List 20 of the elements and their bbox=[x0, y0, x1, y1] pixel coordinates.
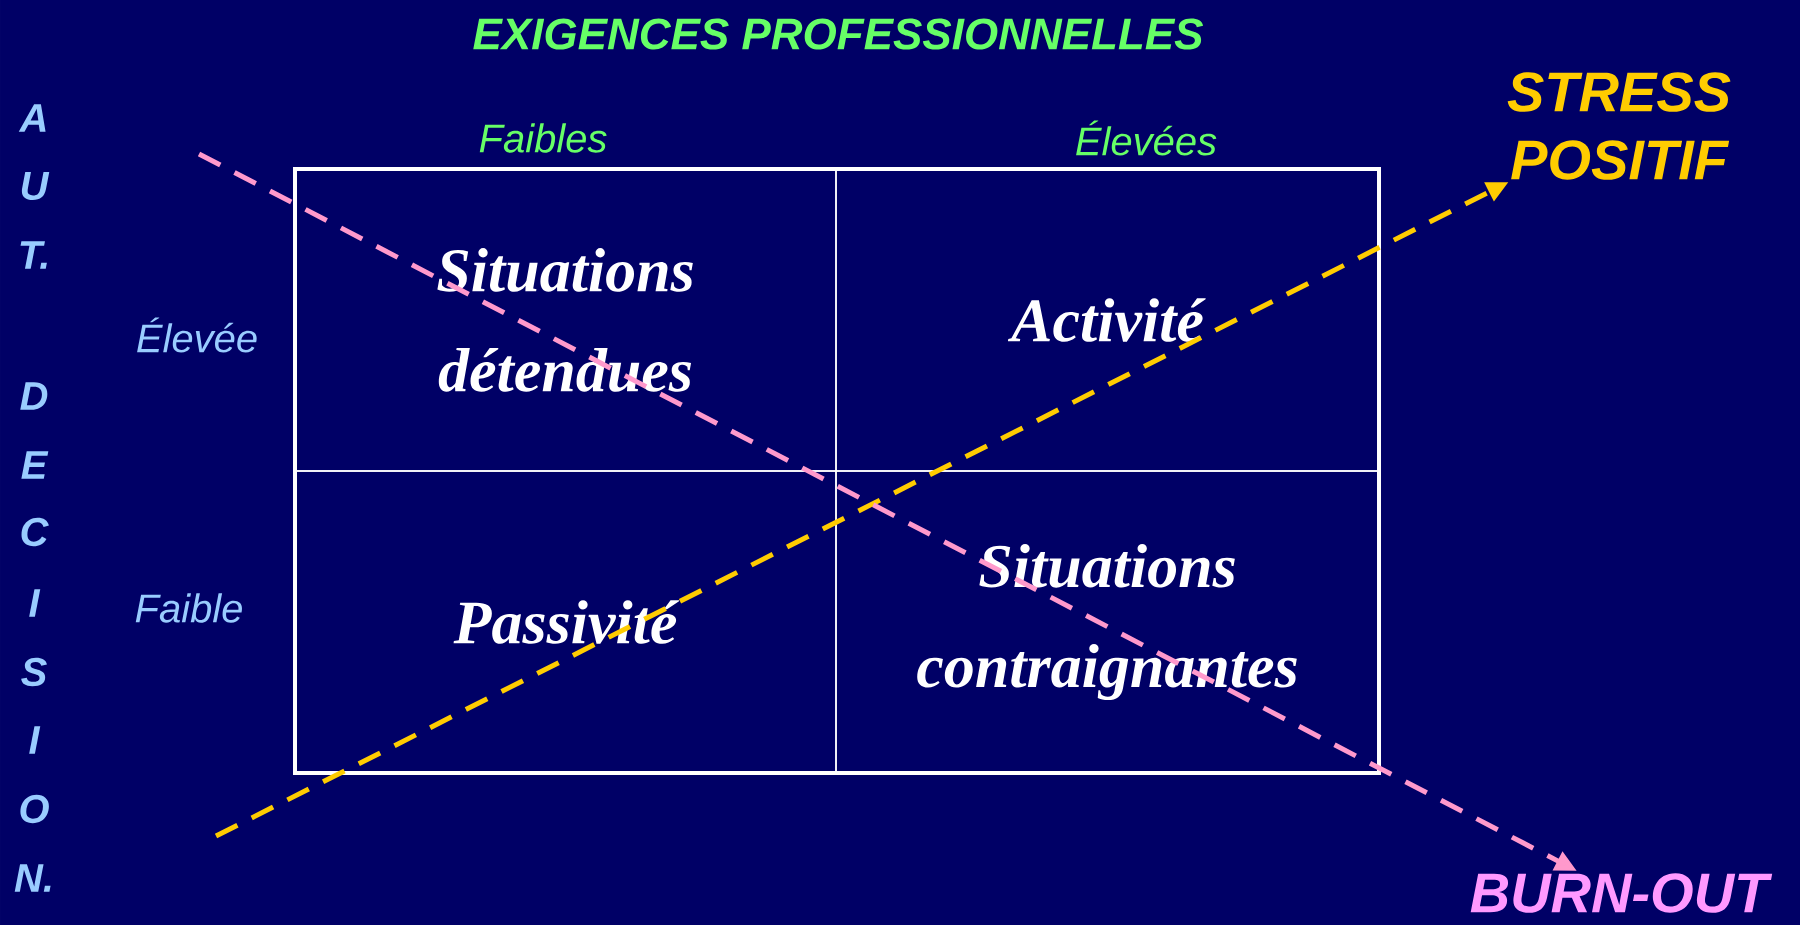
axis-letter: S bbox=[21, 657, 47, 687]
outcome-label: BURN-OUT bbox=[1470, 873, 1773, 913]
axis-letter: I bbox=[29, 589, 41, 617]
node-label: Situations détendues bbox=[437, 248, 693, 392]
axis-letter: I bbox=[29, 726, 41, 754]
axis-letter: O bbox=[20, 794, 49, 824]
axis-letter: U bbox=[21, 172, 50, 200]
axis-label: Faible bbox=[135, 593, 242, 623]
outcome-label: STRESS POSITIF bbox=[1507, 72, 1731, 180]
axis-letter: C bbox=[21, 517, 49, 547]
matrix-cell: Activité bbox=[835, 168, 1380, 472]
axis-letter: A bbox=[18, 104, 46, 132]
axis-letter: N. bbox=[14, 864, 51, 892]
axis-letter: D bbox=[20, 382, 48, 410]
matrix-cell: Passivité bbox=[294, 470, 837, 774]
axis-letter: T. bbox=[20, 241, 47, 269]
matrix-cell: Situations contraignantes bbox=[835, 470, 1380, 774]
title: EXIGENCES PROFESSIONNELLES bbox=[473, 18, 1204, 50]
axis-label: Élevée bbox=[137, 317, 257, 353]
axis-letter: E bbox=[21, 451, 49, 479]
